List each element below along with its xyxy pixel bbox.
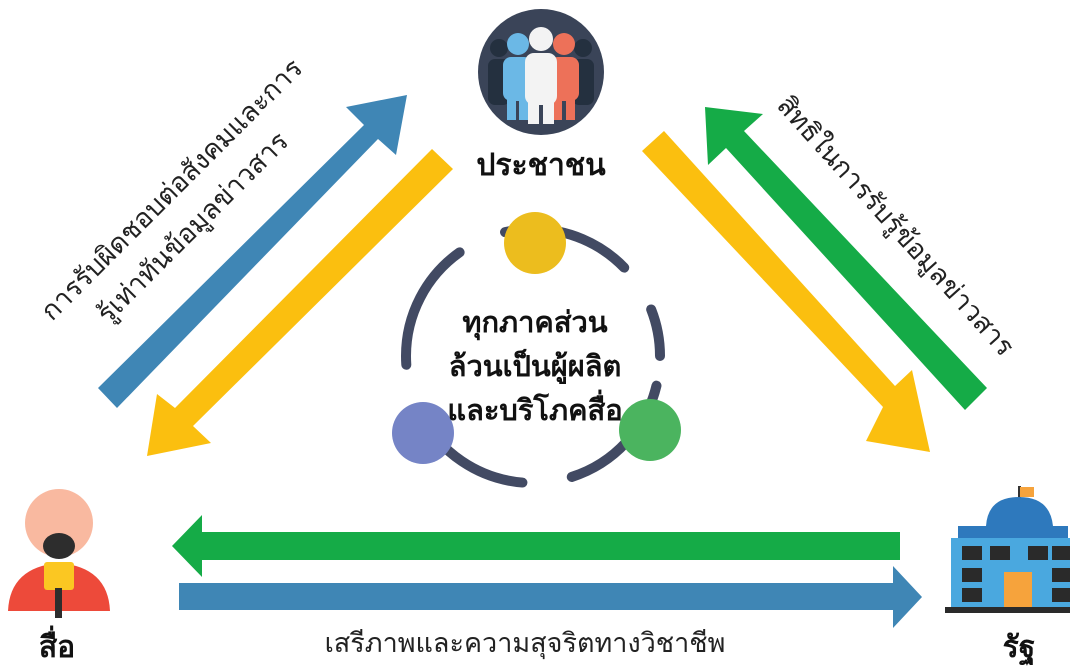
cycle-diagram: [392, 212, 681, 488]
media-label: สื่อ: [39, 625, 75, 665]
government-building-icon: [945, 486, 1070, 613]
people-group-icon: [478, 9, 604, 135]
arrow-media-to-people: [98, 95, 407, 408]
center-text-line3: และบริโภคสื่อ: [447, 389, 622, 427]
arrow-media-to-state: [179, 566, 922, 628]
arrow-state-to-people: [705, 107, 987, 410]
cycle-dot-green: [619, 399, 681, 461]
edge-label-media-people-line1: การรับผิดชอบต่อสังคมและการ: [35, 53, 309, 327]
edge-label-media-state: เสรีภาพและความสุจริตทางวิชาชีพ: [325, 628, 726, 660]
arrow-people-to-state: [642, 131, 930, 452]
center-text-line1: ทุกภาคส่วน: [462, 305, 607, 340]
center-text-line2: ล้วนเป็นผู้ผลิต: [449, 348, 622, 384]
reporter-microphone-icon: [8, 489, 110, 618]
people-label: ประชาชน: [476, 148, 606, 183]
cycle-dot-purple: [392, 402, 454, 464]
arrow-people-to-media: [147, 149, 453, 456]
cycle-dot-yellow: [504, 212, 566, 274]
arrow-state-to-media: [172, 515, 900, 577]
state-label: รัฐ: [1003, 630, 1036, 667]
